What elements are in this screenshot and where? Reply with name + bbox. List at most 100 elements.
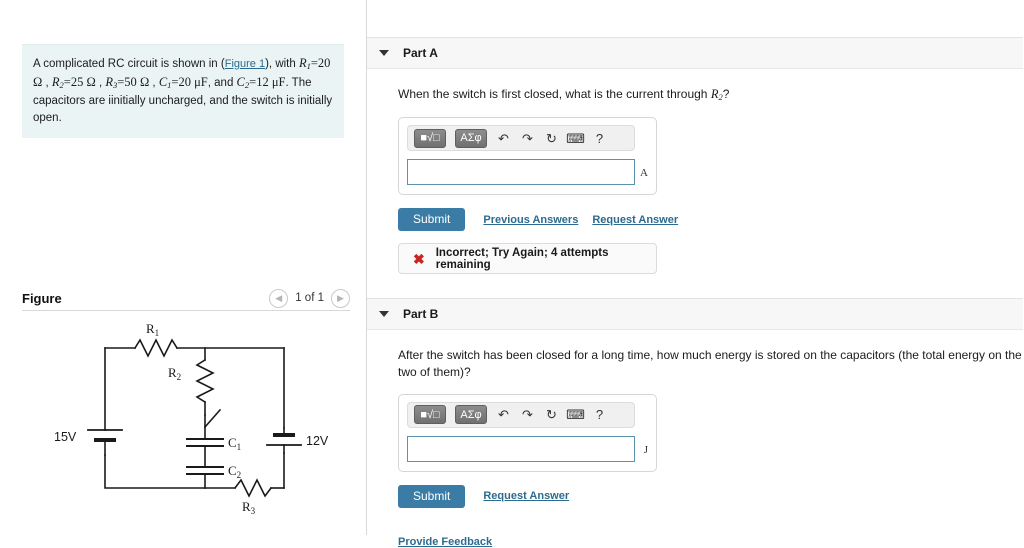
label-battery-right: 12V xyxy=(306,434,329,448)
param-C1-subscript: 1 xyxy=(167,80,172,91)
resistor-r2-zigzag xyxy=(195,358,215,404)
request-answer-link[interactable]: Request Answer xyxy=(483,490,570,503)
figure-title: Figure xyxy=(22,290,62,306)
question-mark-icon[interactable]: ? xyxy=(595,407,604,423)
part-a-label: Part A xyxy=(403,46,438,60)
resistor-r1-zigzag xyxy=(133,338,179,358)
part-b-answer-box: ■√□ ΑΣφ ↶ ↷ ↻ ⌨ ? J xyxy=(398,393,657,472)
param-R2-subscript: 2 xyxy=(59,80,64,91)
chevron-left-icon[interactable]: ◀ xyxy=(269,288,289,308)
keyboard-icon[interactable]: ⌨ xyxy=(566,407,585,423)
param-R1-unit: Ω xyxy=(33,75,43,90)
part-a-unit-label: A xyxy=(640,167,648,180)
keyboard-icon[interactable]: ⌨ xyxy=(566,130,585,146)
undo-arrow-icon[interactable]: ↶ xyxy=(498,407,509,423)
chevron-down-icon[interactable] xyxy=(379,311,389,318)
label-r3: R3 xyxy=(242,499,256,516)
sep-4: , and xyxy=(207,77,237,90)
right-panel: Part A When the switch is first closed, … xyxy=(367,0,1023,548)
wire-bottom-left xyxy=(104,454,206,489)
part-a-submit-button[interactable]: Submit xyxy=(398,208,466,232)
part-b-links: Request Answer xyxy=(483,490,569,502)
part-a-math-toolbar: ■√□ ΑΣφ ↶ ↷ ↻ ⌨ ? xyxy=(407,125,635,152)
part-b-answer-input[interactable] xyxy=(407,435,635,462)
circuit-diagram: R1 R2 R3 C1 C2 15V 12V xyxy=(50,315,350,530)
part-b-header[interactable]: Part B xyxy=(367,298,1023,331)
provide-feedback-link[interactable]: Provide Feedback xyxy=(398,535,493,548)
param-R2-symbol: R xyxy=(51,75,60,90)
param-R3-symbol: R xyxy=(105,75,113,90)
param-C2-unit: μF xyxy=(271,75,286,90)
figure-counter: 1 of 1 xyxy=(295,292,324,304)
label-battery-left: 15V xyxy=(54,430,77,444)
part-b-math-toolbar: ■√□ ΑΣφ ↶ ↷ ↻ ⌨ ? xyxy=(407,401,635,428)
undo-arrow-icon[interactable]: ↶ xyxy=(498,130,509,146)
redo-arrow-icon[interactable]: ↷ xyxy=(522,407,533,423)
sep-3: , xyxy=(149,77,159,90)
part-a-feedback-text: Incorrect; Try Again; 4 attempts remaini… xyxy=(435,246,609,271)
redo-arrow-icon[interactable]: ↷ xyxy=(522,130,533,146)
param-R3-unit: Ω xyxy=(139,75,150,90)
part-b-body: After the switch has been closed for a l… xyxy=(367,330,1023,548)
sep-2: , xyxy=(95,77,106,90)
param-R1-value: =20 xyxy=(310,56,331,70)
param-R2-value: =25 xyxy=(63,75,87,90)
problem-text-tail: . The capacitors are iinitially uncharge… xyxy=(33,77,333,125)
part-a-answer-input[interactable] xyxy=(407,159,635,186)
param-C1-symbol: C xyxy=(158,75,168,90)
part-b-label: Part B xyxy=(403,307,439,322)
figure-1-link[interactable]: Figure 1 xyxy=(224,58,266,70)
param-C2-symbol: C xyxy=(236,75,245,90)
reset-circle-icon[interactable]: ↻ xyxy=(546,130,557,146)
reset-circle-icon[interactable]: ↻ xyxy=(546,407,557,423)
problem-text-part1: A complicated RC circuit is shown in ( xyxy=(33,58,225,70)
question-a-var: R xyxy=(710,87,719,101)
part-b-submit-row: Submit Request Answer xyxy=(398,484,1023,508)
math-template-button[interactable]: ■√□ xyxy=(414,405,446,425)
math-template-button[interactable]: ■√□ xyxy=(414,128,446,148)
part-a-header[interactable]: Part A xyxy=(367,37,1023,69)
greek-letters-button[interactable]: ΑΣφ xyxy=(455,405,487,425)
param-R1-symbol: R xyxy=(298,56,307,70)
greek-letters-button[interactable]: ΑΣφ xyxy=(455,128,487,148)
request-answer-link[interactable]: Request Answer xyxy=(592,213,679,226)
previous-answers-link[interactable]: Previous Answers xyxy=(483,213,579,226)
part-b-question: After the switch has been closed for a l… xyxy=(398,348,1022,379)
left-panel: A complicated RC circuit is shown in (Fi… xyxy=(0,0,367,535)
part-b-unit-label: J xyxy=(643,443,648,456)
x-mark-icon: ✖ xyxy=(413,250,425,267)
question-mark-icon[interactable]: ? xyxy=(595,130,604,146)
provide-feedback-wrap: Provide Feedback xyxy=(398,534,1023,548)
question-a-sub: 2 xyxy=(718,92,723,103)
part-a-section: Part A When the switch is first closed, … xyxy=(367,37,1023,275)
figure-header: Figure ◀ 1 of 1 ▶ xyxy=(22,284,350,312)
figure-divider xyxy=(22,310,350,311)
circuit-svg: R1 R2 R3 C1 C2 15V 12V xyxy=(54,321,329,516)
problem-statement: A complicated RC circuit is shown in (Fi… xyxy=(22,44,344,138)
param-C1-unit: μF xyxy=(194,75,208,90)
question-a-post: ? xyxy=(722,87,730,101)
label-r1: R1 xyxy=(146,321,159,338)
part-a-feedback-banner: ✖ Incorrect; Try Again; 4 attempts remai… xyxy=(398,243,657,275)
circuit-labels: R1 R2 R3 C1 C2 15V 12V xyxy=(54,321,329,516)
param-R3-subscript: 3 xyxy=(113,80,118,91)
label-c1: C1 xyxy=(228,435,241,452)
chevron-down-icon[interactable] xyxy=(379,50,389,56)
param-C1-value: =20 xyxy=(171,75,195,90)
problem-text-part2: ), with xyxy=(265,58,299,70)
label-r2: R2 xyxy=(168,365,181,382)
figure-navigation: ◀ 1 of 1 ▶ xyxy=(269,288,350,308)
resistor-r3-zigzag xyxy=(233,478,273,498)
part-a-question: When the switch is first closed, what is… xyxy=(398,86,1023,104)
part-a-answer-box: ■√□ ΑΣφ ↶ ↷ ↻ ⌨ ? A xyxy=(398,117,657,196)
part-b-section: Part B After the switch has been closed … xyxy=(367,298,1023,548)
part-a-submit-row: Submit Previous Answers Request Answer xyxy=(398,208,1023,232)
sep-1: , xyxy=(42,77,52,90)
param-R2-unit: Ω xyxy=(86,75,96,90)
label-c2: C2 xyxy=(228,463,241,480)
part-a-body: When the switch is first closed, what is… xyxy=(367,69,1023,275)
part-b-submit-button[interactable]: Submit xyxy=(398,484,466,508)
chevron-right-icon[interactable]: ▶ xyxy=(331,288,350,308)
switch-lever xyxy=(203,408,222,429)
